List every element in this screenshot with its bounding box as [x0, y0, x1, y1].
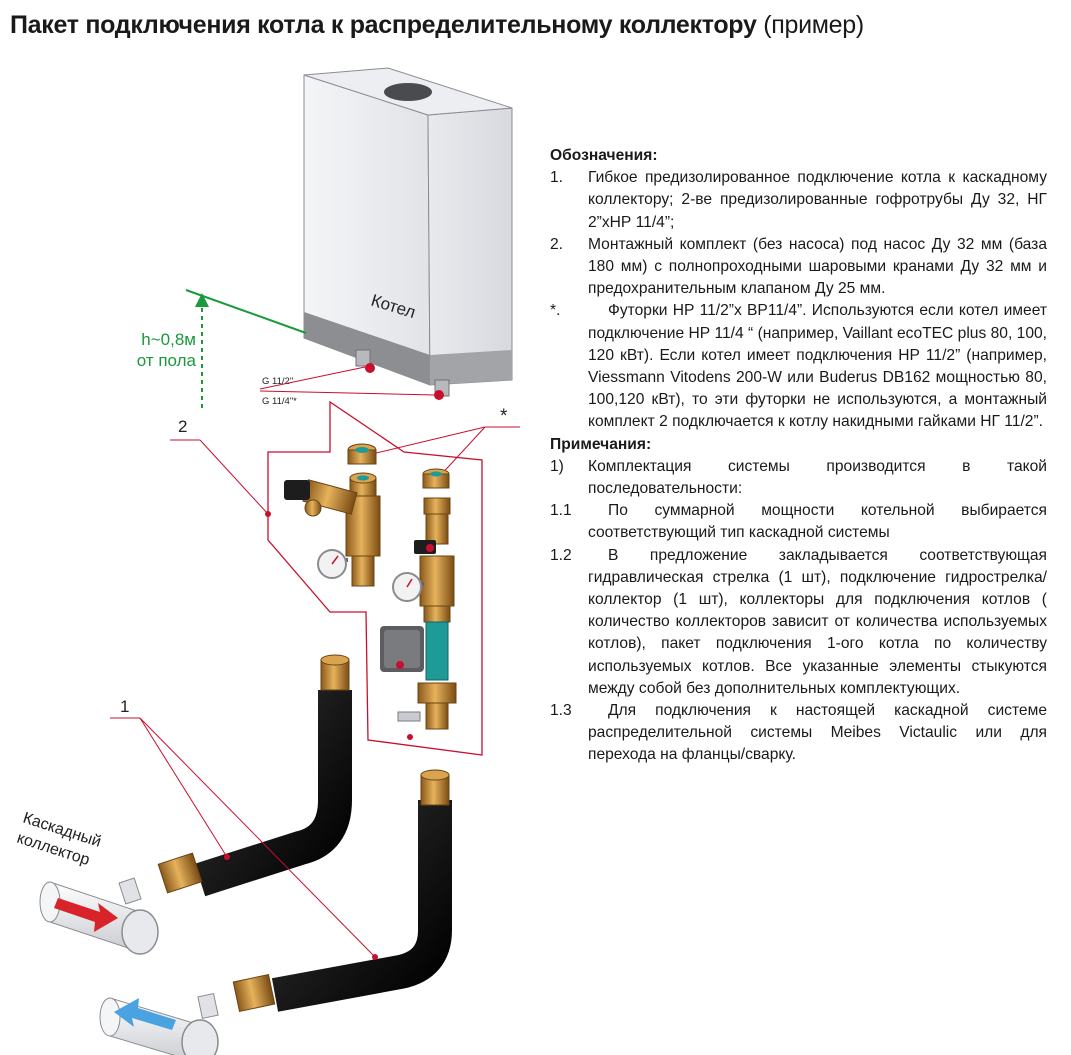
page-title: Пакет подключения котла к распределитель…: [10, 8, 864, 42]
legend-panel: Обозначения: 1. Гибкое предизолированное…: [550, 145, 1047, 767]
legend-item-text: Гибкое предизолированное подключение кот…: [588, 169, 1047, 231]
legend-item: 2. Монтажный комплект (без насоса) под н…: [550, 234, 1047, 301]
right-pump-assembly: [380, 468, 457, 740]
height-mark: h~0,8м от пола: [137, 289, 307, 410]
legend-item-text: Монтажный комплект (без насоса) под насо…: [588, 235, 1047, 298]
legend-item-number: 2.: [550, 235, 564, 253]
callout-2: 2: [178, 417, 187, 436]
notes-heading: Примечания:: [550, 435, 652, 453]
thread-labels: G 11/2" G 11/4"*: [259, 366, 436, 407]
note-number: 1): [550, 457, 564, 475]
legend-item-text: Футорки НР 11/2”х ВР11/4”. Используются …: [588, 302, 1047, 431]
note-text: В предложение закладывается соответствую…: [588, 546, 1047, 697]
boiler: Котел: [303, 67, 513, 400]
title-suffix: (пример): [756, 11, 864, 39]
legend-item: 1. Гибкое предизолированное подключение …: [550, 167, 1047, 234]
note-item: 1.3 Для подключения к настоящей каскадно…: [550, 700, 1047, 767]
thread-label-1: G 11/2": [262, 376, 293, 387]
callout-star: *: [500, 406, 508, 427]
note-item: 1.2 В предложение закладывается соответс…: [550, 545, 1047, 700]
note-item: 1.1 По суммарной мощности котельной выби…: [550, 500, 1047, 544]
legend-item: *. Футорки НР 11/2”х ВР11/4”. Используют…: [550, 300, 1047, 433]
left-valve-assembly: [284, 443, 381, 587]
height-label-2: от пола: [137, 351, 197, 370]
note-item: 1) Комплектация системы производится в т…: [550, 456, 1047, 500]
note-number: 1.3: [550, 702, 572, 720]
note-number: 1.1: [550, 502, 572, 520]
legend-item-number: *.: [550, 302, 561, 320]
note-number: 1.2: [550, 546, 572, 564]
legend-item-number: 1.: [550, 169, 564, 187]
thread-label-2: G 11/4"*: [262, 396, 297, 407]
note-text: Для подключения к настоящей каскадной си…: [588, 702, 1047, 764]
legend-heading: Обозначения:: [550, 147, 658, 164]
title-bold: Пакет подключения котла к распределитель…: [10, 11, 757, 39]
callout-1: 1: [120, 697, 129, 716]
cascade-collector: Каскадный коллектор: [15, 810, 219, 1055]
height-label-1: h~0,8м: [141, 330, 196, 349]
insulated-pipes: 1: [110, 654, 452, 1013]
note-text: По суммарной мощности котельной выбирает…: [588, 502, 1047, 542]
note-text: Комплектация системы производится в тако…: [588, 457, 1047, 498]
